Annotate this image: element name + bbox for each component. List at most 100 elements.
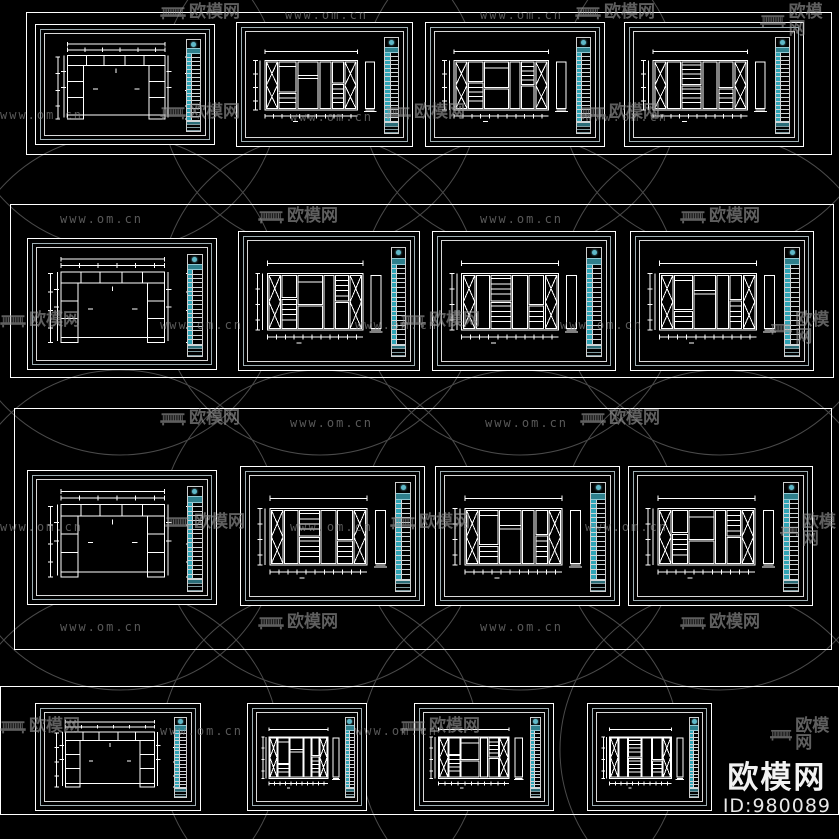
title-block[interactable] xyxy=(186,485,203,592)
title-block-row xyxy=(385,89,399,94)
title-block-row xyxy=(784,556,798,561)
title-block-row xyxy=(576,57,590,62)
title-block[interactable] xyxy=(784,247,800,358)
title-block-row xyxy=(530,754,540,759)
title-block-row xyxy=(385,61,399,66)
title-block[interactable] xyxy=(586,247,602,358)
title-block-row xyxy=(690,781,699,786)
title-block-row xyxy=(690,778,699,782)
sheet-elev-4c[interactable] xyxy=(587,703,712,811)
title-block-rows xyxy=(785,264,799,345)
title-block-row xyxy=(587,335,601,340)
sheet-border-inner xyxy=(249,475,416,597)
elevation-geometry xyxy=(442,241,606,361)
title-block-row xyxy=(186,69,200,74)
company-logo-icon xyxy=(690,718,699,727)
title-block-row xyxy=(576,73,590,78)
title-block-row xyxy=(591,570,605,575)
sheet-plan-4[interactable] xyxy=(35,703,201,811)
sheet-elev-1a[interactable] xyxy=(236,22,413,147)
title-block-row xyxy=(396,546,410,552)
sheet-elev-1c[interactable] xyxy=(624,22,804,147)
title-block-row xyxy=(775,114,789,119)
title-block[interactable] xyxy=(689,717,700,799)
title-block-footer xyxy=(391,344,405,357)
title-block[interactable] xyxy=(173,717,188,799)
title-block[interactable] xyxy=(774,37,790,134)
title-block-row xyxy=(784,537,798,542)
sheet-border-outer xyxy=(430,27,600,142)
drawing-area xyxy=(45,34,205,135)
title-block-row xyxy=(385,97,399,102)
title-block-row xyxy=(186,85,200,90)
title-block-row xyxy=(187,313,202,319)
title-block-row xyxy=(396,532,410,538)
title-block-row xyxy=(346,785,354,789)
sheet-plan-2[interactable] xyxy=(27,238,217,370)
sheet-elev-2a[interactable] xyxy=(238,231,420,371)
title-block-row xyxy=(530,758,540,762)
title-block-row xyxy=(690,774,699,779)
elevation-geometry xyxy=(640,241,804,361)
title-block-row xyxy=(775,53,789,58)
title-block-row xyxy=(174,731,187,735)
sheet-elev-1b[interactable] xyxy=(425,22,605,147)
title-block-row xyxy=(576,101,590,107)
sheet-elev-2b[interactable] xyxy=(432,231,616,371)
sheet-elev-3b[interactable] xyxy=(435,466,620,606)
sheet-plan-1[interactable] xyxy=(35,24,215,145)
title-block-row xyxy=(587,321,601,326)
sheet-plan-3[interactable] xyxy=(27,470,217,605)
title-block-row xyxy=(385,93,399,98)
sheet-elev-4a[interactable] xyxy=(247,703,367,811)
title-block-row xyxy=(530,731,540,735)
company-logo-icon xyxy=(784,483,798,494)
sheet-elev-4b[interactable] xyxy=(414,703,554,811)
plan-geometry xyxy=(37,480,207,595)
title-block[interactable] xyxy=(783,482,799,593)
title-block[interactable] xyxy=(345,717,355,799)
title-block-rows xyxy=(587,264,601,345)
title-block-footer xyxy=(346,788,354,798)
title-block-footer xyxy=(784,579,798,592)
sheet-border-outer xyxy=(592,708,707,806)
title-block[interactable] xyxy=(390,247,406,358)
title-block-row xyxy=(591,556,605,561)
title-block-row xyxy=(576,77,590,82)
title-block-row xyxy=(187,300,202,306)
title-block-row xyxy=(346,734,354,738)
title-block-row xyxy=(587,311,601,317)
title-block-row xyxy=(591,560,605,566)
title-block[interactable] xyxy=(575,37,591,134)
title-block-row xyxy=(690,771,699,775)
title-block[interactable] xyxy=(395,482,411,593)
title-block[interactable] xyxy=(186,253,203,357)
title-block-row xyxy=(391,292,405,298)
sheet-elev-2c[interactable] xyxy=(630,231,814,371)
sheet-elev-3a[interactable] xyxy=(240,466,425,606)
band-1 xyxy=(26,12,832,155)
title-block-row xyxy=(775,93,789,98)
title-block-row xyxy=(174,771,187,775)
drawing-area xyxy=(250,476,415,596)
title-block-header xyxy=(346,726,354,732)
title-block-row xyxy=(186,66,200,70)
title-block-row xyxy=(391,283,405,289)
title-block-row xyxy=(187,561,202,566)
title-block[interactable] xyxy=(384,37,400,134)
company-logo-icon xyxy=(775,38,789,48)
title-block-row xyxy=(784,509,798,514)
company-logo-icon xyxy=(391,248,405,259)
title-block-row xyxy=(391,321,405,326)
title-block-row xyxy=(784,499,798,505)
title-block[interactable] xyxy=(590,482,606,593)
elevation-geometry xyxy=(435,32,595,137)
sheet-elev-3c[interactable] xyxy=(628,466,813,606)
title-block[interactable] xyxy=(529,717,541,799)
sheet-border-outer xyxy=(633,471,808,601)
title-block[interactable] xyxy=(185,39,201,132)
sheet-border-outer xyxy=(32,243,212,365)
title-block-row xyxy=(530,741,540,745)
sheet-border-inner xyxy=(633,31,795,138)
